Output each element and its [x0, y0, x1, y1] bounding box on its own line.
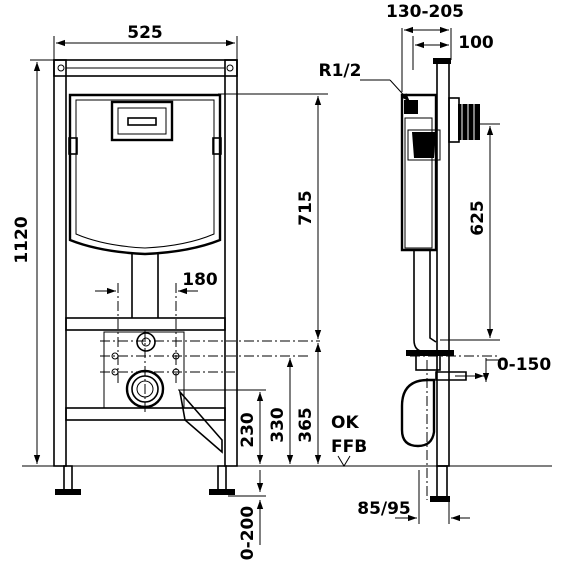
- flush-button-plate: [110, 100, 174, 142]
- dimension-230: [178, 389, 266, 464]
- cistern: [68, 93, 222, 318]
- depth-label: 100: [458, 33, 494, 53]
- dimension-width: [53, 36, 238, 60]
- base-label: 85/95: [357, 499, 411, 519]
- height-label: 1120: [12, 216, 32, 263]
- vertical-label: 625: [468, 200, 488, 236]
- ok-label: OK: [331, 413, 359, 433]
- offset-label: 0-150: [497, 355, 552, 375]
- dimension-vertical: [440, 123, 500, 341]
- bolt-spacing-label: 180: [182, 270, 218, 290]
- depth-range-label: 130-205: [386, 2, 464, 22]
- dimension-cistern-height: [218, 93, 328, 339]
- cistern-height-label: 715: [296, 190, 316, 226]
- thread-label: R1/2: [319, 61, 362, 81]
- dimension-adjust: [228, 470, 266, 545]
- dimension-depth: [412, 36, 449, 70]
- side-drain: [400, 350, 500, 500]
- dim-365-label: 365: [296, 407, 316, 443]
- side-cistern: [400, 93, 441, 353]
- adjust-label: 0-200: [238, 506, 258, 561]
- dimension-offset: [455, 358, 505, 382]
- ffb-label: FFB: [331, 437, 367, 457]
- side-frame: [430, 58, 480, 502]
- dimension-base: [395, 470, 470, 524]
- dim-330-label: 330: [268, 407, 288, 443]
- dimension-height: [30, 59, 54, 464]
- ffb-marker: [337, 455, 351, 467]
- drain-assembly: [100, 283, 320, 415]
- thread-leader: [360, 79, 411, 103]
- front-frame: [53, 59, 238, 495]
- dimension-depth-range: [401, 26, 452, 92]
- width-label: 525: [127, 23, 163, 43]
- dim-230-label: 230: [238, 412, 258, 448]
